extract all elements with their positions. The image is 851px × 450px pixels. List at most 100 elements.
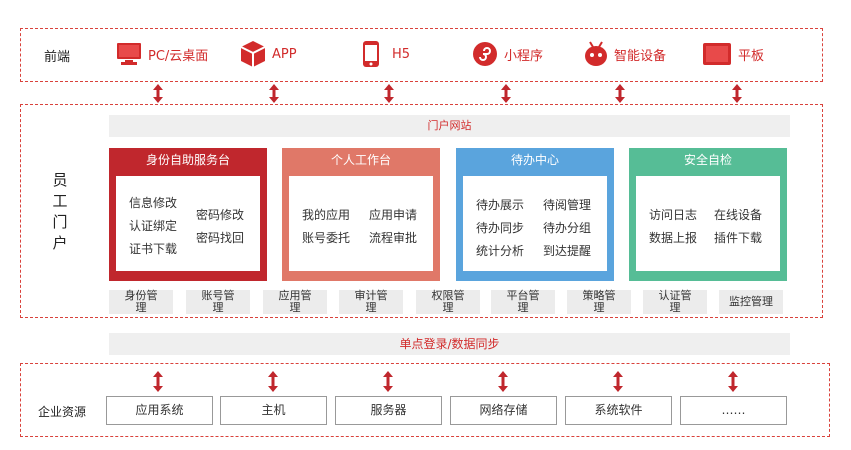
mgmt-line: 理 — [289, 301, 301, 314]
fe-item-label: 小程序 — [504, 48, 544, 64]
resource-network-storage[interactable]: 网络存储 — [450, 396, 557, 425]
sso-data-sync-bar: 单点登录/数据同步 — [109, 333, 790, 355]
mgmt-line: 平台管 — [506, 289, 540, 302]
card-item[interactable]: 待办同步 — [476, 221, 525, 235]
card-body: 我的应用 账号委托 应用申请 流程审批 — [289, 176, 433, 271]
mgmt-identity[interactable]: 身份管理 — [109, 290, 173, 314]
card-item[interactable]: 在线设备 — [714, 208, 763, 222]
fe-item-label: 智能设备 — [614, 48, 667, 64]
connector-arrow-icon — [269, 84, 279, 103]
card-item[interactable]: 插件下载 — [714, 231, 763, 245]
frontend-label: 前端 — [44, 50, 71, 65]
mgmt-line: 应用管 — [278, 289, 312, 302]
enterprise-label: 企业资源 — [38, 405, 87, 419]
fe-item-pc[interactable]: PC/云桌面 — [116, 40, 208, 68]
mgmt-line: 权限管 — [431, 289, 465, 302]
mgmt-line: 认证管 — [658, 289, 692, 302]
fe-item-smart-device[interactable]: 智能设备 — [584, 40, 666, 68]
card-item[interactable]: 我的应用 — [302, 208, 351, 222]
resource-system-software[interactable]: 系统软件 — [565, 396, 672, 425]
mgmt-line: 理 — [442, 301, 454, 314]
connector-arrow-icon — [153, 84, 163, 103]
mgmt-line: 理 — [593, 301, 605, 314]
resource-more[interactable]: …… — [680, 396, 787, 425]
card-item[interactable]: 统计分析 — [476, 244, 525, 258]
card-personal-workbench[interactable]: 个人工作台 我的应用 账号委托 应用申请 流程审批 — [282, 148, 440, 281]
label-char: 工 — [52, 192, 68, 210]
card-item[interactable]: 证书下载 — [129, 242, 178, 256]
mgmt-monitor[interactable]: 监控管理 — [719, 290, 783, 314]
card-item[interactable]: 待办展示 — [476, 198, 525, 212]
card-item[interactable]: 认证绑定 — [129, 219, 178, 233]
card-item[interactable]: 待阅管理 — [543, 198, 592, 212]
card-identity-self-service[interactable]: 身份自助服务台 信息修改 认证绑定 证书下载 密码修改 密码找回 — [109, 148, 267, 281]
card-item[interactable]: 应用申请 — [369, 208, 418, 222]
fe-item-tablet[interactable]: 平板 — [702, 40, 764, 68]
card-item[interactable]: 待办分组 — [543, 221, 592, 235]
fe-item-label: 平板 — [738, 48, 765, 64]
card-item[interactable]: 账号委托 — [302, 231, 351, 245]
enterprise-resources-section — [20, 363, 830, 437]
connector-arrow-icon — [153, 371, 163, 392]
mgmt-platform[interactable]: 平台管理 — [491, 290, 555, 314]
mgmt-line: 理 — [212, 301, 224, 314]
resource-host[interactable]: 主机 — [220, 396, 327, 425]
label-char: 门 — [52, 213, 68, 231]
fe-item-h5[interactable]: H5 — [362, 40, 410, 68]
mgmt-account[interactable]: 账号管理 — [186, 290, 250, 314]
cube-icon — [240, 41, 266, 67]
fe-item-label: H5 — [392, 46, 411, 62]
mgmt-authentication[interactable]: 认证管理 — [643, 290, 707, 314]
employee-portal-label: 员 工 门 户 — [52, 170, 68, 254]
card-item[interactable]: 信息修改 — [129, 196, 178, 210]
resource-server[interactable]: 服务器 — [335, 396, 442, 425]
card-title: 安全自检 — [683, 153, 732, 167]
mgmt-audit[interactable]: 审计管理 — [339, 290, 403, 314]
card-security-self-check[interactable]: 安全自检 访问日志 数据上报 在线设备 插件下载 — [629, 148, 787, 281]
resource-app-system[interactable]: 应用系统 — [106, 396, 213, 425]
mgmt-line: 策略管 — [582, 289, 616, 302]
card-item[interactable]: 密码找回 — [196, 231, 245, 245]
card-item[interactable]: 数据上报 — [649, 231, 698, 245]
fe-item-label: APP — [272, 46, 297, 62]
mgmt-line: 身份管 — [124, 289, 158, 302]
connector-arrow-icon — [384, 84, 394, 103]
connector-arrow-icon — [501, 84, 511, 103]
mgmt-line: 监控管理 — [729, 295, 773, 308]
fe-item-miniprogram[interactable]: 小程序 — [472, 40, 543, 68]
monitor-icon — [117, 43, 141, 65]
connector-arrow-icon — [498, 371, 508, 392]
card-body: 待办展示 待办同步 统计分析 待阅管理 待办分组 到达提醒 — [463, 176, 607, 271]
mgmt-line: 理 — [365, 301, 377, 314]
connector-arrow-icon — [728, 371, 738, 392]
fe-item-app[interactable]: APP — [240, 40, 297, 68]
mgmt-permission[interactable]: 权限管理 — [416, 290, 480, 314]
card-title: 个人工作台 — [330, 153, 391, 167]
portal-website-bar: 门户网站 — [109, 115, 790, 137]
mini-program-icon — [473, 42, 497, 66]
card-todo-center[interactable]: 待办中心 待办展示 待办同步 统计分析 待阅管理 待办分组 到达提醒 — [456, 148, 614, 281]
tablet-icon — [703, 43, 731, 65]
employee-portal-section — [20, 104, 823, 318]
label-char: 户 — [52, 234, 68, 252]
label-char: 员 — [52, 171, 68, 189]
card-item[interactable]: 密码修改 — [196, 208, 245, 222]
mgmt-line: 理 — [517, 301, 529, 314]
mgmt-line: 审计管 — [354, 289, 388, 302]
connector-arrow-icon — [613, 371, 623, 392]
card-body: 信息修改 认证绑定 证书下载 密码修改 密码找回 — [116, 176, 260, 271]
connector-arrow-icon — [383, 371, 393, 392]
mgmt-line: 账号管 — [201, 289, 235, 302]
card-item[interactable]: 访问日志 — [649, 208, 698, 222]
robot-icon — [585, 41, 607, 66]
connector-arrow-icon — [615, 84, 625, 103]
mgmt-policy[interactable]: 策略管理 — [567, 290, 631, 314]
frontend-section — [20, 28, 823, 82]
mgmt-application[interactable]: 应用管理 — [263, 290, 327, 314]
card-item[interactable]: 流程审批 — [369, 231, 418, 245]
fe-item-label: PC/云桌面 — [148, 48, 209, 64]
card-item[interactable]: 到达提醒 — [543, 244, 592, 258]
mgmt-line: 理 — [669, 301, 681, 314]
card-body: 访问日志 数据上报 在线设备 插件下载 — [636, 176, 780, 271]
connector-arrow-icon — [268, 371, 278, 392]
